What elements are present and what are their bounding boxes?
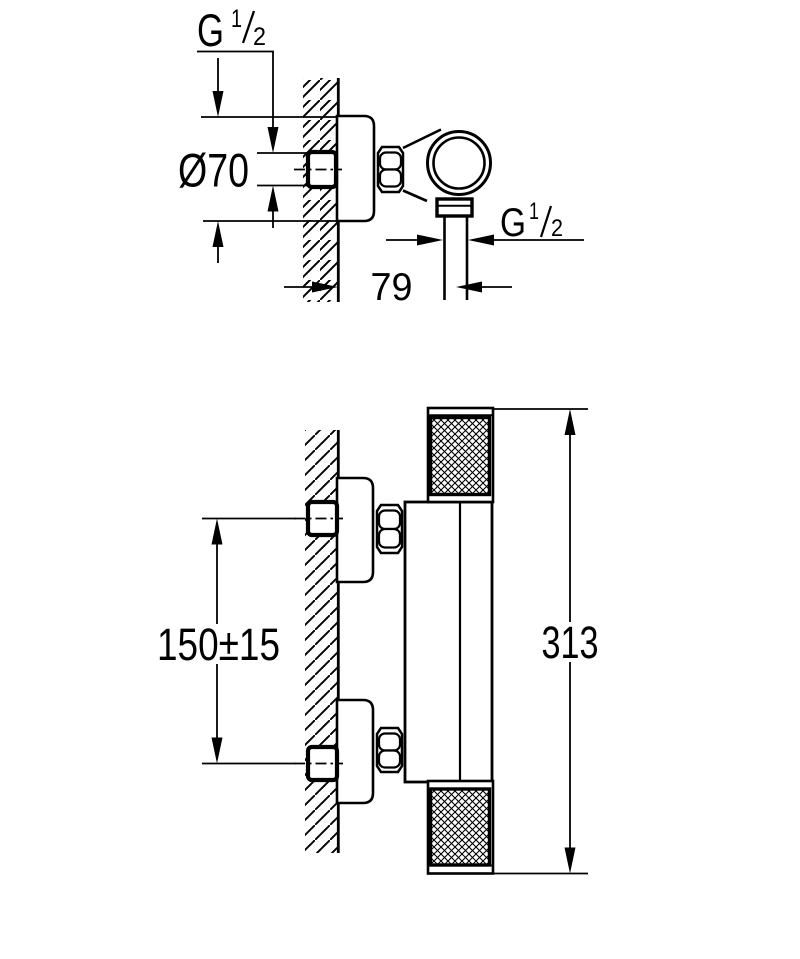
knurl-grip-bottom (428, 787, 492, 867)
dim-escutcheon-diameter: Ø70 (178, 58, 338, 263)
dim-overall-length: 313 (494, 408, 599, 875)
dim-connection-spacing: 150±15 (157, 517, 296, 765)
handle-knob-top (426, 406, 495, 504)
escutcheon-upper (335, 476, 375, 584)
hose-nut (435, 197, 474, 218)
thread-denominator: 2 (253, 23, 266, 51)
label-overall-length: 313 (542, 617, 599, 668)
holder-ring-inner (432, 136, 486, 190)
dim-wall-to-outlet: 79 (284, 266, 512, 309)
wall-hatching (303, 78, 338, 302)
label-wall-to-outlet: 79 (371, 266, 413, 309)
holder-ring-outer (426, 130, 492, 196)
side-view: G 1 2 Ø70 G 1 2 (178, 5, 584, 309)
hex-union-nut-upper (375, 503, 404, 555)
label-connection-spacing: 150±15 (157, 619, 280, 670)
dim-outlet-thread: G 1 2 (386, 198, 584, 246)
thread-numerator: 1 (231, 5, 242, 33)
dim-wall-union-thread: G 1 2 (197, 5, 309, 228)
hex-union-nut-lower (375, 726, 404, 774)
knurl-grip-top (428, 415, 492, 497)
plan-view: 150±15 313 (157, 406, 599, 875)
label-wall-union-thread: G 1 2 (197, 5, 266, 56)
label-outlet-thread: G 1 2 (500, 198, 563, 245)
thread-letter: G (500, 201, 526, 245)
hex-union-nut (376, 145, 405, 194)
fraction-slash (241, 10, 256, 44)
wall-hatching (305, 430, 338, 853)
thread-denominator: 2 (551, 215, 563, 242)
shower-holder-bracket (402, 128, 442, 203)
escutcheon-lower (335, 698, 375, 805)
fraction-slash (539, 205, 553, 238)
escutcheon (335, 114, 376, 223)
thread-numerator: 1 (529, 198, 539, 225)
thread-letter: G (197, 5, 224, 56)
label-escutcheon-diameter: Ø70 (178, 144, 249, 197)
mixer-body (403, 500, 494, 784)
handle-knob-bottom (426, 779, 495, 875)
